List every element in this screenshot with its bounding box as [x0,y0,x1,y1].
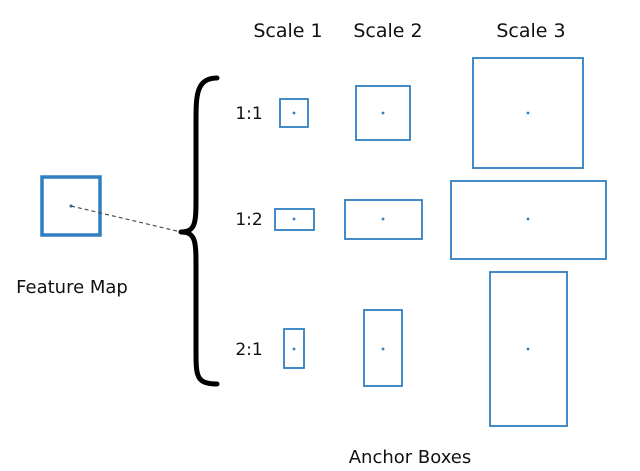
anchor-center-point [292,111,296,115]
feature-map-box [40,175,102,237]
feature-map-label: Feature Map [16,277,128,298]
anchor-center-point [292,217,296,221]
anchor-center-point [292,347,296,351]
scale-2-header: Scale 2 [353,20,422,42]
anchor-center-point [526,217,530,221]
scale-1-header: Scale 1 [253,20,322,42]
ratio-label-1-2: 1:2 [235,210,262,230]
anchor-center-point [526,111,530,115]
anchor-box-scale2-ratio-2-1 [363,309,403,387]
anchor-box-scale1-ratio-1-2 [274,208,315,231]
ratio-label-2-1: 2:1 [235,340,262,360]
anchor-center-point [381,347,385,351]
anchor-box-scale2-ratio-1-1 [355,85,411,141]
anchor-box-scale2-ratio-1-2 [344,199,423,240]
curly-brace [178,75,220,387]
anchor-boxes-label: Anchor Boxes [349,447,472,468]
anchor-box-scale3-ratio-1-2 [450,180,607,260]
anchor-center-point [381,217,385,221]
ratio-label-1-1: 1:1 [235,104,262,124]
anchor-box-scale1-ratio-1-1 [279,98,309,128]
anchor-center-point [381,111,385,115]
scale-3-header: Scale 3 [496,20,565,42]
dashed-connector-line [70,205,182,233]
anchor-box-scale1-ratio-2-1 [283,328,305,369]
anchor-box-scale3-ratio-1-1 [472,57,584,169]
anchor-box-scale3-ratio-2-1 [489,271,568,427]
anchor-center-point [526,347,530,351]
